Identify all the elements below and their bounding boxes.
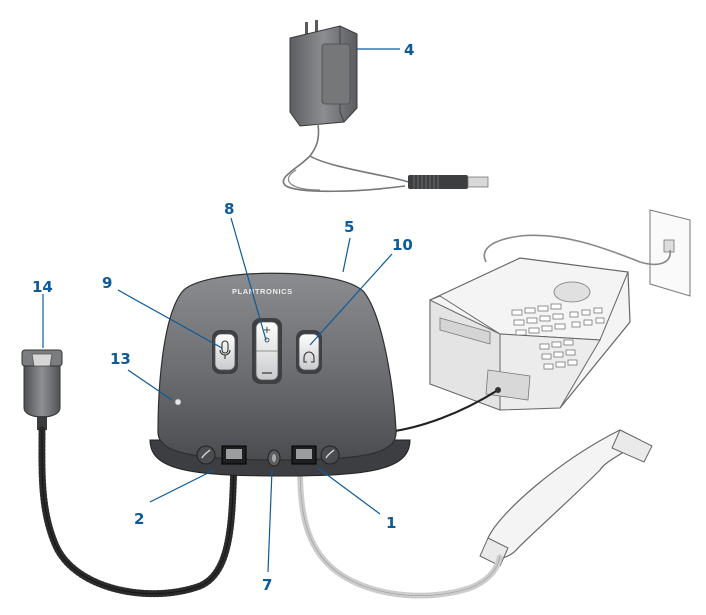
brand-logo-text: PLANTRONICS — [232, 287, 293, 296]
volume-level-icon — [264, 337, 270, 343]
mute-button[interactable] — [212, 330, 238, 374]
quick-disconnect-connector-icon — [21, 349, 63, 430]
amplifier-base: PLANTRONICS + — [149, 272, 411, 477]
wall-jack-icon — [483, 209, 691, 297]
microphone-icon — [219, 340, 231, 359]
phone-symbol-icon — [325, 449, 335, 459]
headset-jack — [196, 445, 247, 465]
configuration-switch[interactable] — [267, 449, 281, 467]
callout-4: 4 — [404, 41, 414, 59]
callout-10: 10 — [392, 236, 413, 254]
callout-14: 14 — [32, 278, 53, 296]
listening-volume-button[interactable] — [296, 330, 322, 374]
callout-leaders — [42, 48, 400, 573]
callout-9: 9 — [102, 274, 112, 292]
headset-ear-icon — [303, 351, 315, 363]
desk-telephone-icon — [429, 257, 631, 411]
power-indicator-light — [174, 398, 182, 406]
callout-7: 7 — [262, 576, 272, 594]
callout-5: 5 — [344, 218, 354, 236]
telephone-jack — [291, 445, 340, 465]
callout-13: 13 — [110, 350, 131, 368]
handset-symbol-icon — [201, 449, 211, 459]
volume-up-icon: + — [263, 325, 271, 336]
callout-8: 8 — [224, 200, 234, 218]
handset-icon — [479, 429, 653, 567]
callout-2: 2 — [134, 510, 144, 528]
volume-control[interactable]: + — [252, 318, 282, 384]
ac-adapter-icon — [282, 20, 489, 193]
callout-1: 1 — [386, 514, 396, 532]
